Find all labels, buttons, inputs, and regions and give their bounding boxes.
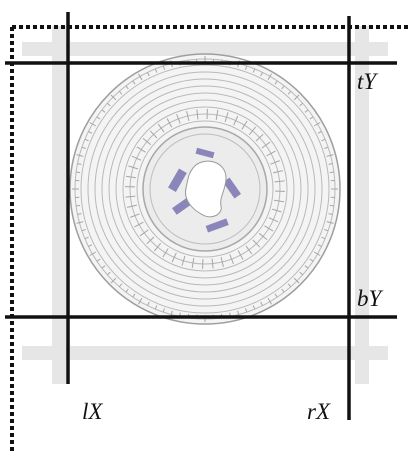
bottom-y-label: bY bbox=[357, 287, 381, 310]
top-y-label: tY bbox=[357, 70, 376, 93]
left-guide-band bbox=[52, 26, 66, 384]
right-x-label: rX bbox=[307, 400, 330, 423]
tachograph-disc-icon bbox=[70, 54, 340, 324]
disc-tick bbox=[76, 172, 80, 173]
disc-tick bbox=[330, 205, 334, 206]
bottom-guide-band bbox=[22, 346, 388, 360]
left-x-label: lX bbox=[82, 400, 102, 423]
disc-tick bbox=[330, 172, 334, 173]
disc-tick bbox=[76, 205, 80, 206]
